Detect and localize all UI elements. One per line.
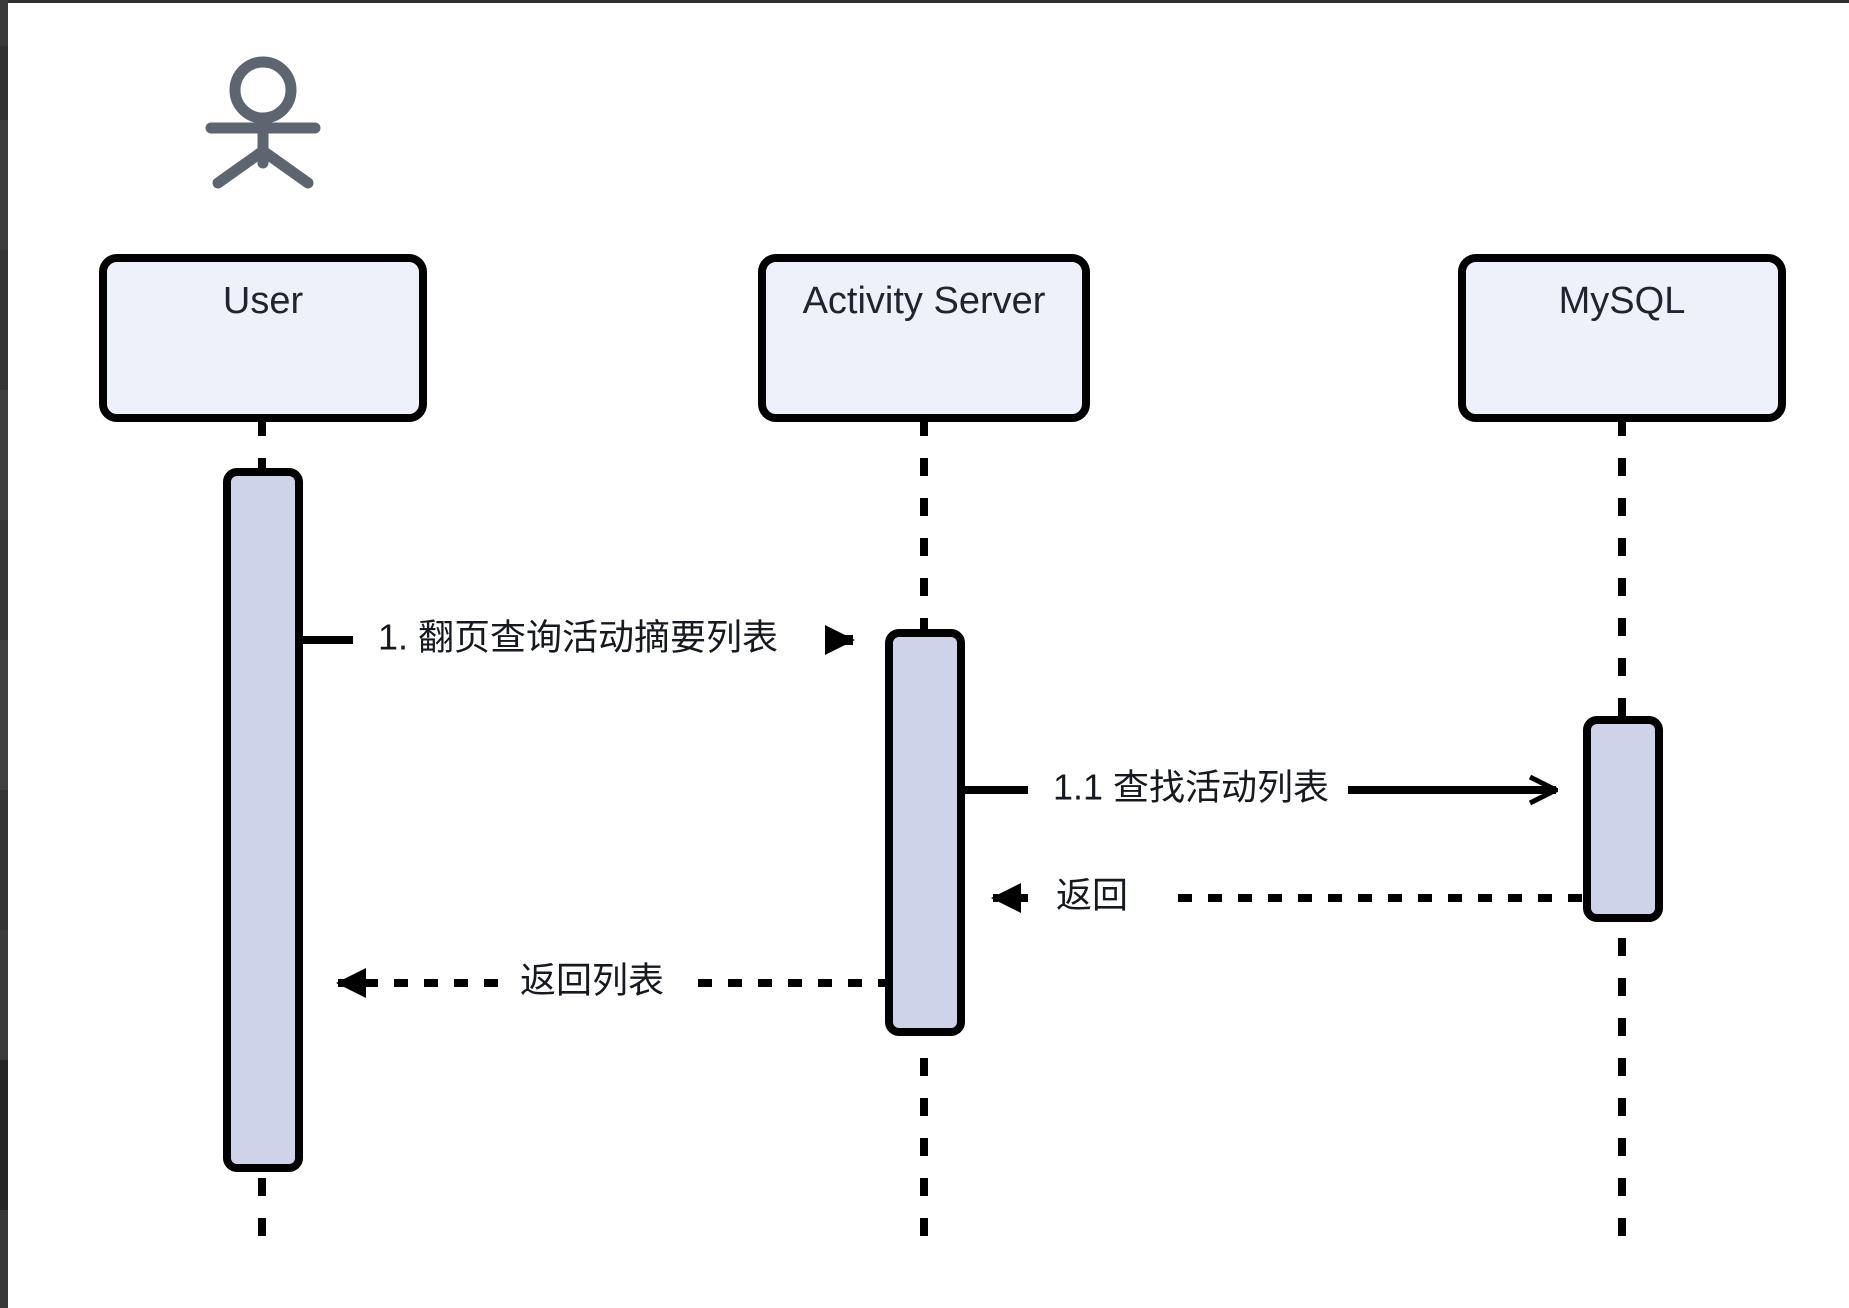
participant-user[interactable]: User (99, 254, 427, 422)
actor-head-icon (229, 56, 297, 124)
activation-bar-mysql[interactable] (1583, 716, 1663, 922)
participant-boxes: User Activity Server MySQL (99, 254, 1786, 422)
message-3-label: 返回 (1056, 875, 1128, 916)
actor-leg-right (257, 145, 314, 189)
message-4[interactable]: 返回列表 (336, 960, 885, 1001)
participant-box-user[interactable] (99, 254, 427, 422)
top-edge-strip (8, 0, 1849, 3)
participant-activity-server[interactable]: Activity Server (758, 254, 1090, 422)
left-editor-edge-strip (0, 0, 8, 1308)
diagram-canvas[interactable]: User Activity Server MySQL (8, 3, 1849, 1308)
participant-label-mysql: MySQL (1559, 280, 1686, 322)
message-2-label: 1.1 查找活动列表 (1053, 767, 1329, 808)
sequence-diagram-svg: User Activity Server MySQL (99, 56, 1786, 1253)
message-1-label: 1. 翻页查询活动摘要列表 (378, 617, 778, 658)
activation-bars (223, 468, 1663, 1172)
activation-bar-user[interactable] (223, 468, 303, 1172)
activation-bar-activity-server[interactable] (885, 629, 965, 1036)
message-2[interactable]: 1.1 查找活动列表 (961, 767, 1556, 808)
message-4-label: 返回列表 (520, 960, 664, 1001)
message-1[interactable]: 1. 翻页查询活动摘要列表 (299, 617, 855, 658)
message-3[interactable]: 返回 (991, 875, 1583, 916)
participant-mysql[interactable]: MySQL (1458, 254, 1786, 422)
actor-leg-left (212, 145, 269, 189)
participant-label-activity-server: Activity Server (803, 280, 1046, 322)
participant-box-activity-server[interactable] (758, 254, 1090, 422)
actor-stick-figure (205, 56, 321, 189)
participant-box-mysql[interactable] (1458, 254, 1786, 422)
participant-label-user: User (223, 280, 304, 322)
